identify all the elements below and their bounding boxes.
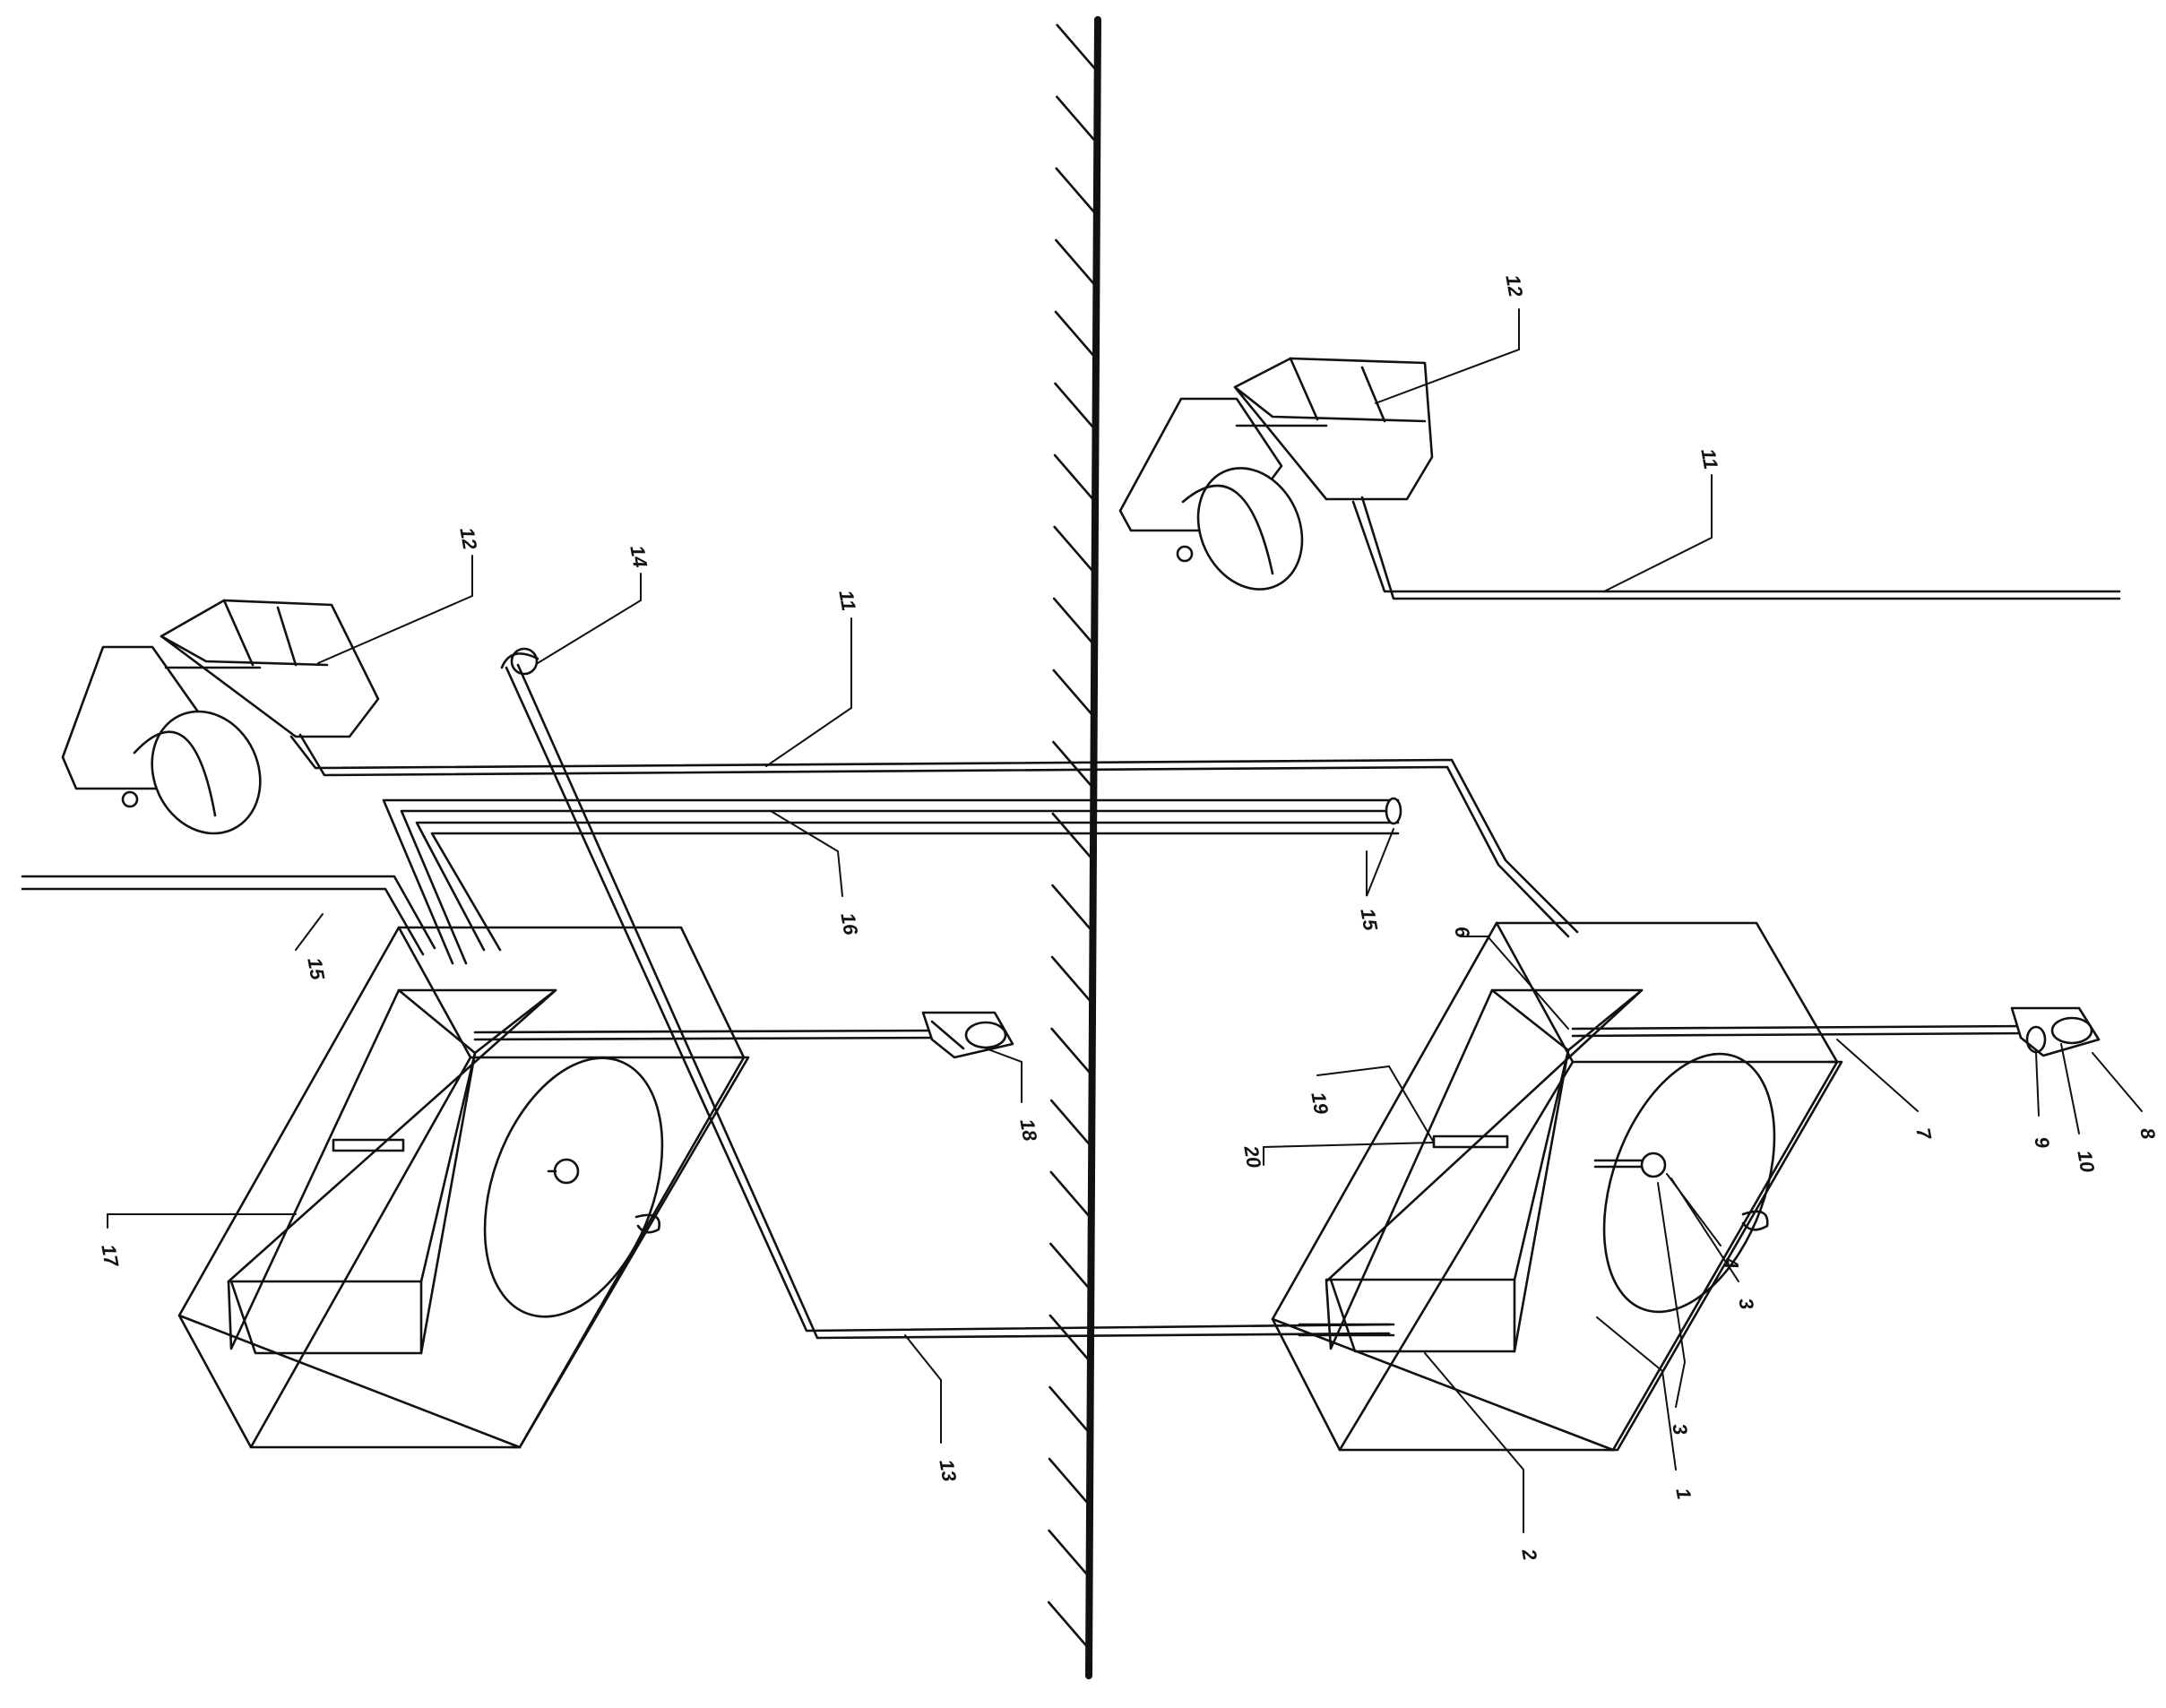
wall-hatch-tick [1051,884,1094,934]
wall-hatch-tick [1049,1170,1093,1221]
label-18: 18 [1015,1117,1041,1143]
wall-hatch-tick [1051,812,1095,862]
pipe-left-inlet [21,875,436,956]
wall-hatch-tick [1054,382,1097,432]
label-3b: 3 [1668,1422,1692,1436]
wall-hatch-tick [1056,23,1099,73]
label-3a: 3 [1734,1297,1758,1311]
wall-hatch-tick [1055,238,1098,289]
pipe-11-right [1351,496,2121,600]
indoor-unit-left [61,599,380,835]
wall-hatch-tick [1048,1457,1092,1507]
label-15-right: 15 [1356,907,1382,933]
label-2: 2 [1517,1547,1541,1563]
label-17: 17 [97,1243,123,1270]
wall-hatch-tick [1054,310,1098,360]
pipe-13 [500,647,1391,1340]
wall-hatch-tick [1055,167,1099,217]
wall-hatch-tick [1052,740,1095,790]
outdoor-unit-right [1271,921,2032,1452]
wall-hatch-tick [1050,1027,1093,1077]
label-1: 1 [1671,1487,1696,1501]
indoor-unit-right [1118,357,1434,591]
wall-hatch-tick [1056,95,1099,145]
wall [1047,16,1101,1679]
pipe-11-left [289,733,1579,938]
wall-hatch-tick [1053,525,1096,575]
label-15-left: 15 [303,956,329,982]
pipe-16 [382,797,1402,965]
wall-hatch-tick [1047,1600,1091,1651]
label-11-left: 11 [834,589,860,613]
wall-hatch-tick [1049,1099,1093,1149]
outdoor-unit-left [177,926,943,1449]
label-12-left: 12 [455,526,481,552]
label-7: 7 [1911,1126,1936,1143]
label-19: 19 [1307,1091,1333,1117]
label-14: 14 [626,544,652,569]
label-12-right: 12 [1501,273,1527,299]
wall-hatch-tick [1052,669,1096,719]
wall-hatch-tick [1053,453,1097,504]
reference-numerals: 12 11 12 14 11 16 15 15 18 13 17 19 20 6… [97,273,2160,1563]
wall-hatch-tick [1048,1314,1092,1364]
label-11-right: 11 [1696,447,1722,471]
leader-lines [107,308,2143,1533]
wall-hatch-tick [1052,597,1096,647]
label-6: 6 [1450,925,1474,940]
label-9: 9 [2030,1135,2054,1151]
label-8: 8 [2136,1126,2160,1142]
label-20: 20 [1239,1143,1265,1170]
wall-hatch-tick [1050,955,1094,1005]
wall-hatch-tick [1048,1529,1091,1579]
valve-right [2010,1006,2101,1057]
wall-hatch-tick [1048,1385,1092,1436]
label-4: 4 [1719,1255,1743,1271]
label-13: 13 [935,1458,961,1483]
valve-18 [921,1011,1014,1059]
label-16: 16 [836,911,862,937]
label-10: 10 [2073,1149,2099,1175]
wall-hatch-tick [1049,1242,1092,1292]
